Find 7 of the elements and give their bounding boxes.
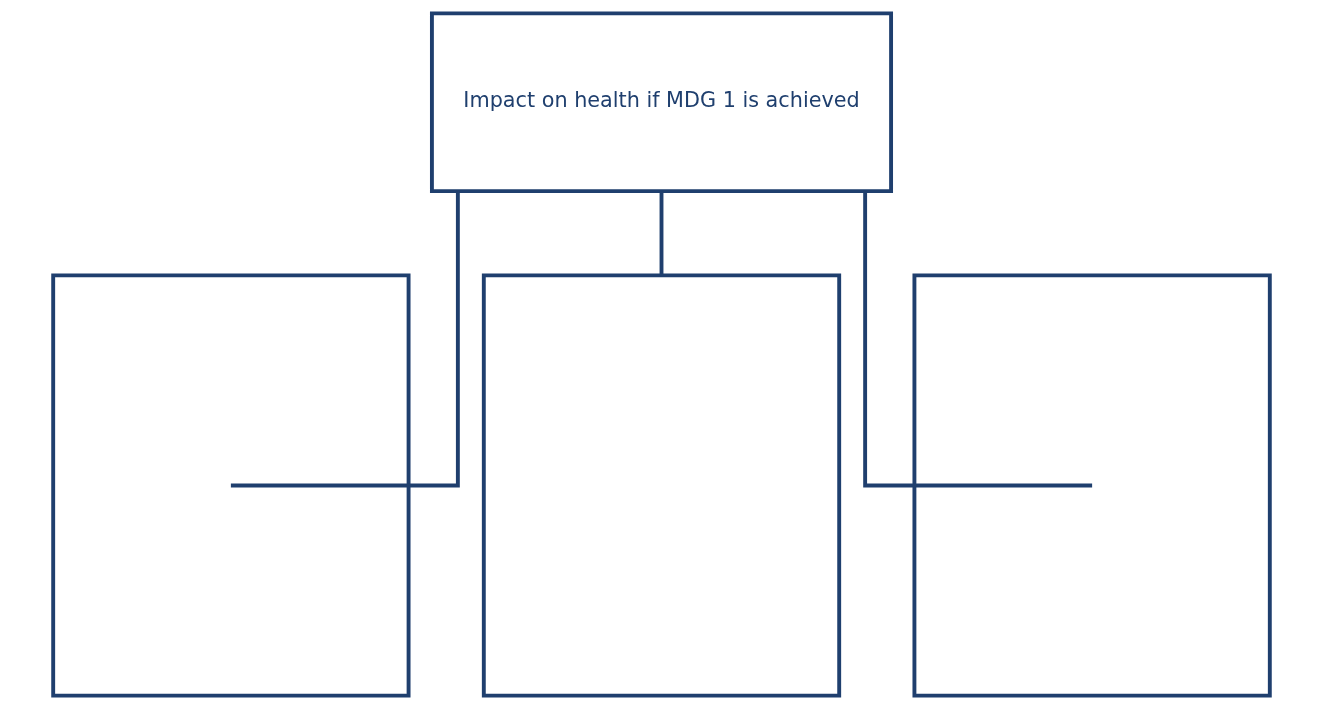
node-box [481,273,841,698]
node-box [911,273,1272,698]
connector [659,191,663,276]
node-box [50,273,411,698]
node-box: Impact on health if MDG 1 is achieved [429,11,893,193]
connector [230,191,460,488]
connector [862,191,1092,488]
